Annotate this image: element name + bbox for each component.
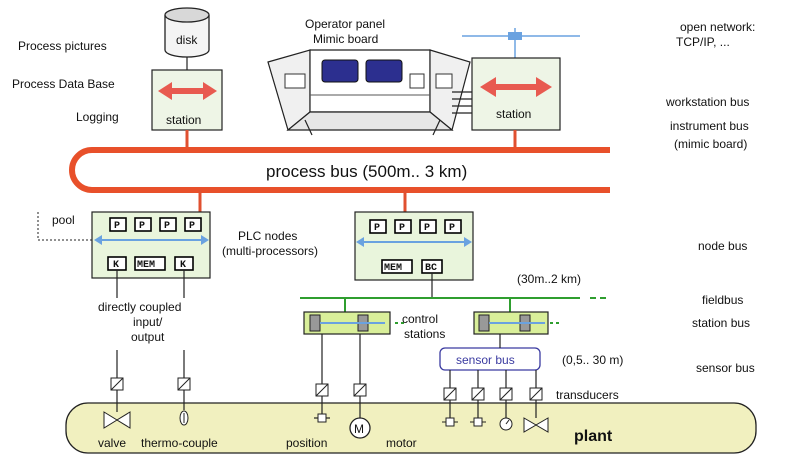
svg-text:MEM: MEM: [384, 263, 402, 274]
thermocouple-icon: [179, 410, 189, 426]
double-arrow-icon: [158, 82, 217, 100]
process-pictures-label: Process pictures: [18, 39, 107, 53]
position-sensor-icon: [314, 413, 330, 423]
svg-text:P: P: [449, 223, 455, 234]
svg-text:P: P: [399, 223, 405, 234]
operator-console: [267, 49, 471, 136]
transducer-icon: [315, 334, 329, 414]
console-screen-left: [321, 59, 359, 83]
mimic-board-paren-label: (mimic board): [674, 137, 747, 151]
transducers-label: transducers: [556, 388, 619, 402]
range-30m-2km-label: (30m..2 km): [517, 272, 581, 286]
thermocouple-label: thermo-couple: [141, 436, 218, 450]
svg-text:P: P: [374, 223, 380, 234]
network-connector: [508, 32, 522, 40]
plc-right-io: MEM BC: [381, 259, 443, 274]
transducer-icon: [110, 350, 124, 412]
svg-text:P: P: [424, 223, 430, 234]
station-bus-label: station bus: [692, 316, 750, 330]
valve-label: valve: [98, 436, 126, 450]
station-right-label: station: [496, 107, 531, 121]
operator-panel-label: Operator panel: [305, 17, 385, 31]
plant-label: plant: [574, 428, 613, 445]
logging-label: Logging: [76, 110, 119, 124]
control-station-left: [303, 311, 391, 335]
stations-label: stations: [404, 327, 445, 341]
control-station-right: [473, 311, 549, 335]
process-bus: [69, 147, 610, 193]
directly-coupled-label: directly coupled: [98, 300, 181, 314]
workstation-bus-label: workstation bus: [665, 95, 749, 109]
svg-text:P: P: [139, 221, 145, 232]
double-arrow-icon: [480, 77, 552, 97]
sensor-bus-label: sensor bus: [696, 361, 755, 375]
node-bus-label: node bus: [698, 239, 747, 253]
plc-left-processors: P P P P: [109, 217, 202, 232]
svg-text:BC: BC: [425, 263, 437, 274]
process-bus-label: process bus (500m.. 3 km): [266, 162, 467, 181]
disk-label: disk: [176, 33, 198, 47]
valve-icon: [103, 411, 131, 429]
mimic-board-label: Mimic board: [313, 32, 378, 46]
transducer-icon: [177, 350, 191, 410]
tcpip-label: TCP/IP, ...: [676, 35, 730, 49]
plc-left-io: K MEM K: [107, 256, 194, 271]
pool-label: pool: [52, 213, 75, 227]
fieldbus-label: fieldbus: [702, 293, 743, 307]
motor-icon: M: [349, 417, 371, 439]
control-label: control: [402, 312, 438, 326]
plc-nodes-label: PLC nodes: [238, 229, 297, 243]
svg-text:P: P: [189, 221, 195, 232]
plant-box: [65, 402, 757, 454]
workstation-bus-links: [452, 91, 472, 114]
svg-text:K: K: [180, 260, 186, 271]
instrument-bus-label: instrument bus: [670, 119, 749, 133]
sensor-bus-transducers: [442, 370, 549, 433]
console-screen-right: [365, 59, 403, 83]
sensor-bus-box-label: sensor bus: [456, 353, 515, 367]
station-left-label: station: [166, 113, 201, 127]
plc-right-processors: P P P P: [369, 219, 462, 234]
output-label: output: [131, 330, 165, 344]
multi-processors-label: (multi-processors): [222, 244, 318, 258]
station-right-box: [471, 57, 561, 131]
process-db-label: Process Data Base: [12, 77, 115, 91]
input-label: input/: [133, 315, 163, 329]
svg-text:M: M: [354, 422, 364, 436]
range-05-30m-label: (0,5.. 30 m): [562, 353, 623, 367]
svg-text:P: P: [114, 221, 120, 232]
svg-text:K: K: [113, 260, 119, 271]
svg-text:P: P: [164, 221, 170, 232]
motor-label: motor: [386, 436, 417, 450]
open-network-label: open network:: [680, 20, 755, 34]
position-label: position: [286, 436, 327, 450]
svg-text:MEM: MEM: [137, 260, 155, 271]
sensor-bus-box: [439, 347, 541, 371]
transducer-icon: [353, 334, 367, 418]
